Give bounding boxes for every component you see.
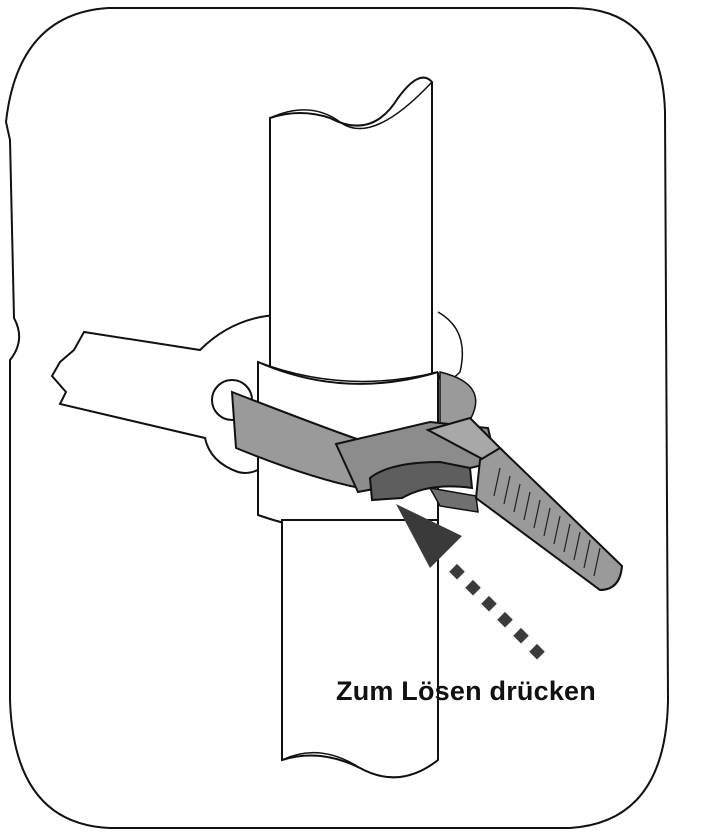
arrow-head: [396, 504, 462, 568]
pipe-top-opening: [269, 81, 433, 130]
arrow-dot: [529, 643, 545, 660]
pipe-lower: [281, 519, 439, 779]
arrow-dot: [449, 563, 465, 580]
rounded-frame: [4, 7, 670, 829]
strap-tail: [474, 446, 624, 592]
arrow-dot: [497, 611, 513, 628]
pipe-bottom-edge: [281, 751, 439, 779]
release-tab: [368, 460, 474, 502]
pipe-upper: [269, 76, 433, 391]
arrow-dot: [481, 595, 497, 612]
collar-ring: [257, 361, 439, 383]
release-tab-lower: [428, 486, 479, 513]
release-instruction-caption: Zum Lösen drücken: [336, 676, 596, 706]
strap-serrations: [493, 467, 601, 577]
collar-ring-back: [437, 311, 464, 383]
arrow-dot: [513, 627, 529, 644]
arrow-dot: [465, 579, 481, 596]
press-arrow: [396, 504, 545, 660]
